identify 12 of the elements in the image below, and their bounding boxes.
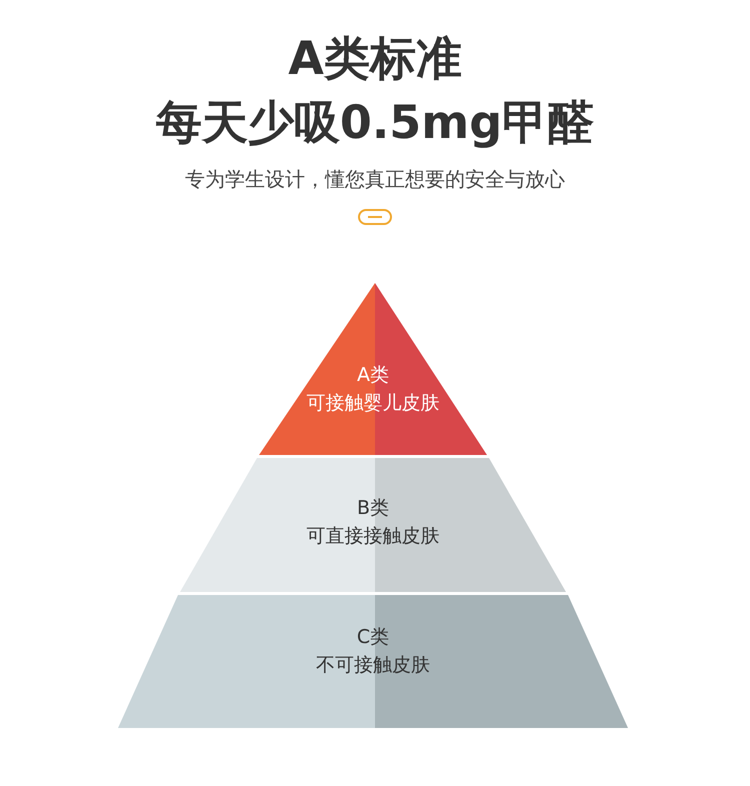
pyramid-band xyxy=(259,283,487,455)
heading: A类标准 xyxy=(287,30,463,87)
pyramid-band xyxy=(180,458,566,592)
heading: 每天少吸0.5mg甲醛 xyxy=(154,94,596,151)
pyramid-band xyxy=(118,595,628,728)
band-label: A类 xyxy=(356,363,390,388)
band-label: B类 xyxy=(356,496,390,521)
band-description: 不可接触皮肤 xyxy=(315,653,431,678)
subtitle: 专为学生设计，懂您真正想要的安全与放心 xyxy=(184,166,566,193)
band-label: C类 xyxy=(356,625,390,650)
band-description: 可接触婴儿皮肤 xyxy=(306,391,440,416)
band-description: 可直接接触皮肤 xyxy=(306,524,440,549)
